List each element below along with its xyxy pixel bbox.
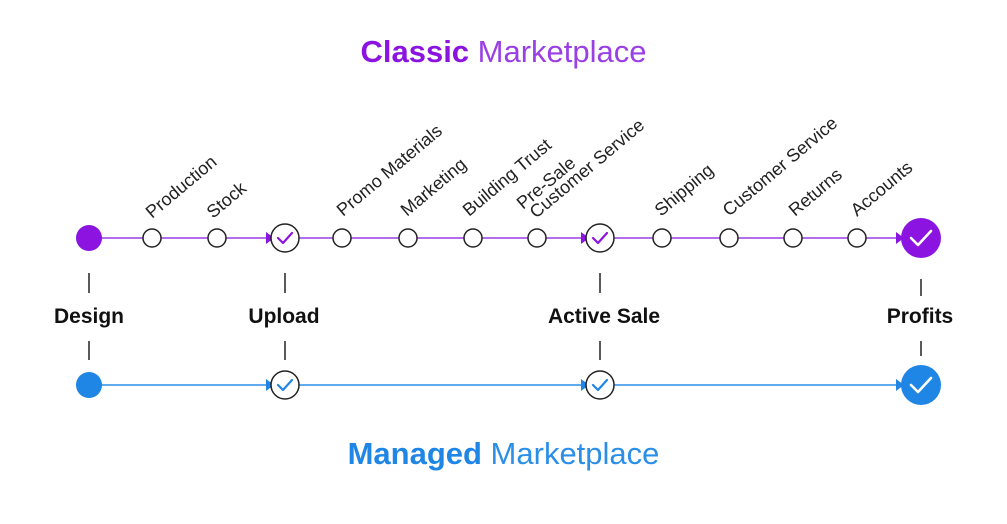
step-label: Accounts: [847, 157, 917, 220]
managed-title-rest: Marketplace: [481, 436, 660, 471]
arrow-icon: [896, 379, 904, 391]
classic-timeline: Production Stock Promo Materials Marketi…: [76, 113, 941, 258]
step-label: Promo Materials: [333, 121, 446, 221]
arrow-icon: [266, 232, 274, 244]
check-circle-icon: [585, 370, 615, 400]
classic-step-shipping: Shipping: [651, 160, 718, 248]
classic-step-production: Production: [142, 151, 220, 248]
milestone-design: Design: [54, 305, 124, 328]
classic-marketplace-title: Classic Marketplace: [0, 34, 1007, 70]
classic-title-strong: Classic: [360, 34, 470, 69]
milestone-profits: Profits: [887, 305, 954, 328]
arrow-icon: [581, 379, 589, 391]
empty-circle-icon: [463, 228, 483, 248]
classic-title-rest: Marketplace: [469, 34, 647, 69]
empty-circle-icon: [142, 228, 162, 248]
empty-circle-icon: [332, 228, 352, 248]
managed-title-strong: Managed: [347, 436, 482, 471]
empty-circle-icon: [207, 228, 227, 248]
step-label: Customer Service: [526, 115, 648, 222]
empty-circle-icon: [652, 228, 672, 248]
check-badge-icon: [901, 218, 941, 258]
check-circle-icon: [270, 370, 300, 400]
classic-step-returns: Returns: [783, 164, 846, 248]
check-circle-icon: [270, 223, 300, 253]
arrow-icon: [896, 232, 904, 244]
milestone-active-sale: Active Sale: [548, 305, 660, 328]
filled-circle-icon: [76, 372, 102, 398]
filled-circle-icon: [76, 225, 102, 251]
arrow-icon: [581, 232, 589, 244]
milestone-upload: Upload: [248, 305, 319, 328]
empty-circle-icon: [527, 228, 547, 248]
step-label: Customer Service: [719, 113, 841, 220]
managed-timeline: [76, 365, 941, 405]
empty-circle-icon: [719, 228, 739, 248]
empty-circle-icon: [398, 228, 418, 248]
arrow-icon: [266, 379, 274, 391]
classic-step-pre-sale-customer-service: Pre-Sale Customer Service: [513, 115, 648, 248]
check-badge-icon: [901, 365, 941, 405]
step-label: Shipping: [651, 160, 718, 220]
empty-circle-icon: [847, 228, 867, 248]
check-circle-icon: [585, 223, 615, 253]
classic-step-stock: Stock: [203, 177, 251, 248]
empty-circle-icon: [783, 228, 803, 248]
milestone-connectors: [88, 273, 922, 360]
managed-marketplace-title: Managed Marketplace: [0, 436, 1007, 472]
step-label: Stock: [203, 177, 251, 222]
step-label: Returns: [785, 164, 846, 220]
